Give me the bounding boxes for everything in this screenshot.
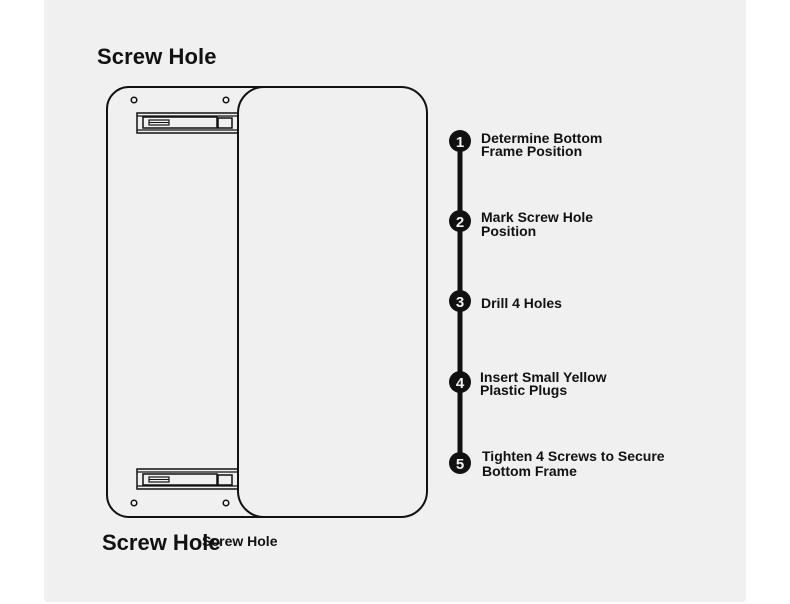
step-5-line-2: Bottom Frame: [482, 463, 577, 479]
step-2-line-2: Position: [481, 223, 537, 239]
screw-hole-label-top: Screw Hole: [97, 44, 217, 69]
step-number-4: 4: [456, 375, 465, 392]
step-marker-5: [449, 452, 471, 474]
step-3-text: Drill 4 Holes: [481, 295, 562, 311]
step-4-line-2: Plastic Plugs: [480, 382, 568, 398]
step-3-line-1: Drill 4 Holes: [481, 295, 562, 311]
screw-hole-top-left: [130, 96, 138, 104]
step-number-2: 2: [456, 214, 464, 231]
top-bracket: [136, 112, 242, 134]
step-marker-1: [449, 130, 471, 152]
step-5-text: Tighten 4 Screws to Secure Bottom Frame: [482, 448, 665, 479]
step-2-text: Mark Screw Hole Position: [481, 209, 594, 239]
screw-hole-bottom-right: [222, 499, 230, 507]
step-5-line-1: Tighten 4 Screws to Secure: [482, 448, 665, 464]
step-marker-3: [449, 290, 471, 312]
step-1-line-1: Determine Bottom: [481, 130, 603, 146]
step-number-3: 3: [456, 294, 464, 311]
screw-hole-label-bottom: Screw Hole: [102, 530, 221, 555]
step-1-line-2: Frame Position: [481, 143, 583, 159]
step-1-text: Determine Bottom Frame Position: [481, 130, 603, 159]
screw-hole-top-right: [222, 96, 230, 104]
screw-hole-label-bottom-small: Screw Hole: [202, 533, 278, 549]
step-number-5: 5: [456, 456, 464, 473]
step-marker-4: [449, 371, 471, 393]
step-4-text: Insert Small Yellow Plastic Plugs: [480, 369, 607, 398]
screw-hole-bottom-left: [130, 499, 138, 507]
step-marker-2: [449, 210, 471, 232]
step-2-line-1: Mark Screw Hole: [481, 209, 594, 225]
mirror-panel: [237, 86, 428, 518]
step-number-1: 1: [456, 134, 464, 151]
bottom-bracket: [136, 468, 242, 490]
step-4-line-1: Insert Small Yellow: [480, 369, 607, 385]
